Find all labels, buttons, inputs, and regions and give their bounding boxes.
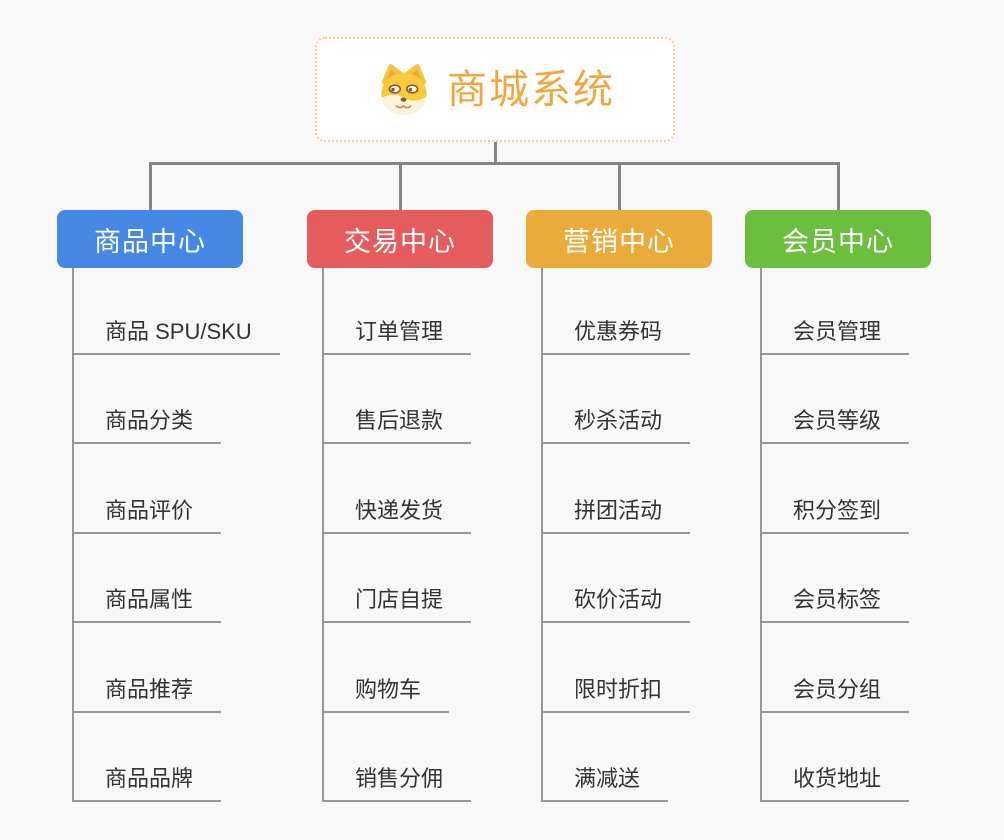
child-node-0-0[interactable]: 商品 SPU/SKU [72,309,280,355]
child-node-3-3[interactable]: 会员标签 [760,577,910,623]
child-node-2-2[interactable]: 拼团活动 [541,488,691,534]
child-label: 销售分佣 [355,766,444,791]
child-label: 满减送 [574,766,641,791]
child-label: 秒杀活动 [574,408,663,433]
child-node-2-4[interactable]: 限时折扣 [541,667,691,713]
branch-node-3[interactable]: 会员中心 [745,210,931,268]
child-node-0-1[interactable]: 商品分类 [72,398,222,444]
root-stem-connector [493,142,497,165]
branch-node-1[interactable]: 交易中心 [307,210,493,268]
child-node-1-3[interactable]: 门店自提 [322,577,472,623]
child-spine-connector [541,268,543,800]
child-label: 快递发货 [355,498,444,523]
child-node-1-1[interactable]: 售后退款 [322,398,472,444]
branch-node-2[interactable]: 营销中心 [526,210,712,268]
child-label: 购物车 [355,677,422,702]
branch-label: 交易中心 [344,226,456,257]
branch-drop-connector [836,162,840,210]
child-node-0-2[interactable]: 商品评价 [72,488,222,534]
child-node-0-5[interactable]: 商品品牌 [72,756,222,802]
child-label: 优惠券码 [574,319,663,344]
child-spine-connector [72,268,74,800]
child-node-2-0[interactable]: 优惠券码 [541,309,691,355]
root-title: 商城系统 [447,67,615,112]
dog-face-icon [381,63,427,115]
child-label: 会员分组 [793,677,882,702]
child-label: 砍价活动 [574,587,663,612]
child-label: 商品品牌 [105,766,194,791]
child-node-2-1[interactable]: 秒杀活动 [541,398,691,444]
branch-drop-connector [398,162,402,210]
child-spine-connector [322,268,324,800]
child-label: 会员标签 [793,587,882,612]
branch-rail-connector [148,162,840,165]
root-node[interactable]: 商城系统 [315,37,675,142]
branch-node-0[interactable]: 商品中心 [57,210,243,268]
child-node-2-5[interactable]: 满减送 [541,756,669,802]
child-node-3-5[interactable]: 收货地址 [760,756,910,802]
child-label: 商品分类 [105,408,194,433]
child-label: 限时折扣 [574,677,663,702]
branch-label: 会员中心 [782,226,894,257]
branch-drop-connector [617,162,621,210]
child-label: 售后退款 [355,408,444,433]
child-node-3-2[interactable]: 积分签到 [760,488,910,534]
child-label: 门店自提 [355,587,444,612]
child-label: 积分签到 [793,498,882,523]
child-label: 会员等级 [793,408,882,433]
child-node-1-4[interactable]: 购物车 [322,667,450,713]
child-node-3-4[interactable]: 会员分组 [760,667,910,713]
child-node-0-3[interactable]: 商品属性 [72,577,222,623]
child-node-2-3[interactable]: 砍价活动 [541,577,691,623]
child-label: 收货地址 [793,766,882,791]
child-node-1-2[interactable]: 快递发货 [322,488,472,534]
branch-label: 营销中心 [563,226,675,257]
child-node-1-5[interactable]: 销售分佣 [322,756,472,802]
child-label: 订单管理 [355,319,444,344]
child-node-1-0[interactable]: 订单管理 [322,309,472,355]
child-node-3-0[interactable]: 会员管理 [760,309,910,355]
child-node-3-1[interactable]: 会员等级 [760,398,910,444]
child-label: 会员管理 [793,319,882,344]
branch-drop-connector [148,162,152,210]
child-label: 拼团活动 [574,498,663,523]
child-label: 商品 SPU/SKU [105,319,252,344]
child-label: 商品推荐 [105,677,194,702]
branch-label: 商品中心 [94,226,206,257]
child-label: 商品属性 [105,587,194,612]
child-label: 商品评价 [105,498,194,523]
child-spine-connector [760,268,762,800]
child-node-0-4[interactable]: 商品推荐 [72,667,222,713]
